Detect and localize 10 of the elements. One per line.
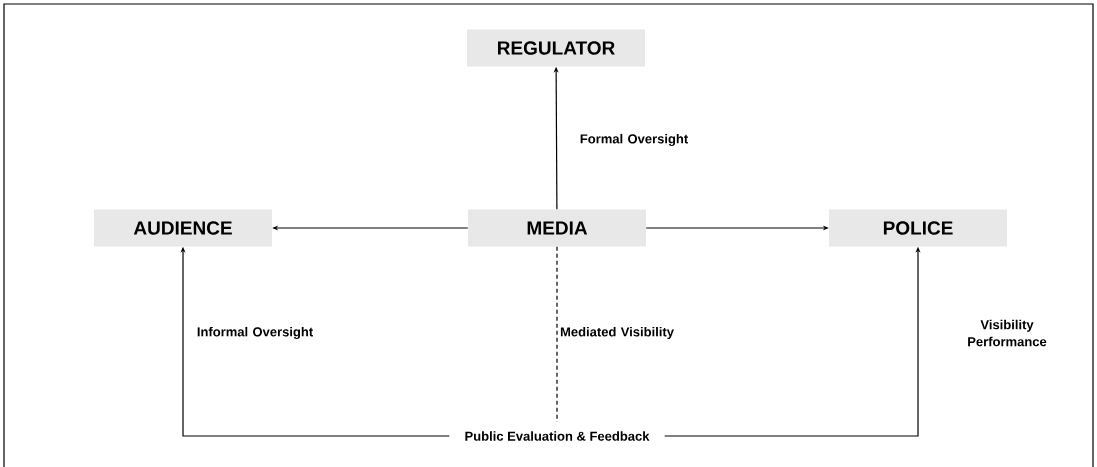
entity-box: POLICE xyxy=(829,209,1007,247)
entity-box: REGULATOR xyxy=(467,29,645,67)
edge-label: Formal Oversight xyxy=(580,133,689,147)
entity-box: AUDIENCE xyxy=(94,209,272,247)
edge-label: Visibility Performance xyxy=(968,319,1047,347)
entity-box: MEDIA xyxy=(468,209,646,247)
edge-label: Mediated Visibility xyxy=(560,326,674,340)
feedback-label: Public Evaluation & Feedback xyxy=(465,431,650,441)
connector-line xyxy=(556,246,558,423)
edge-label: Informal Oversight xyxy=(197,326,313,340)
